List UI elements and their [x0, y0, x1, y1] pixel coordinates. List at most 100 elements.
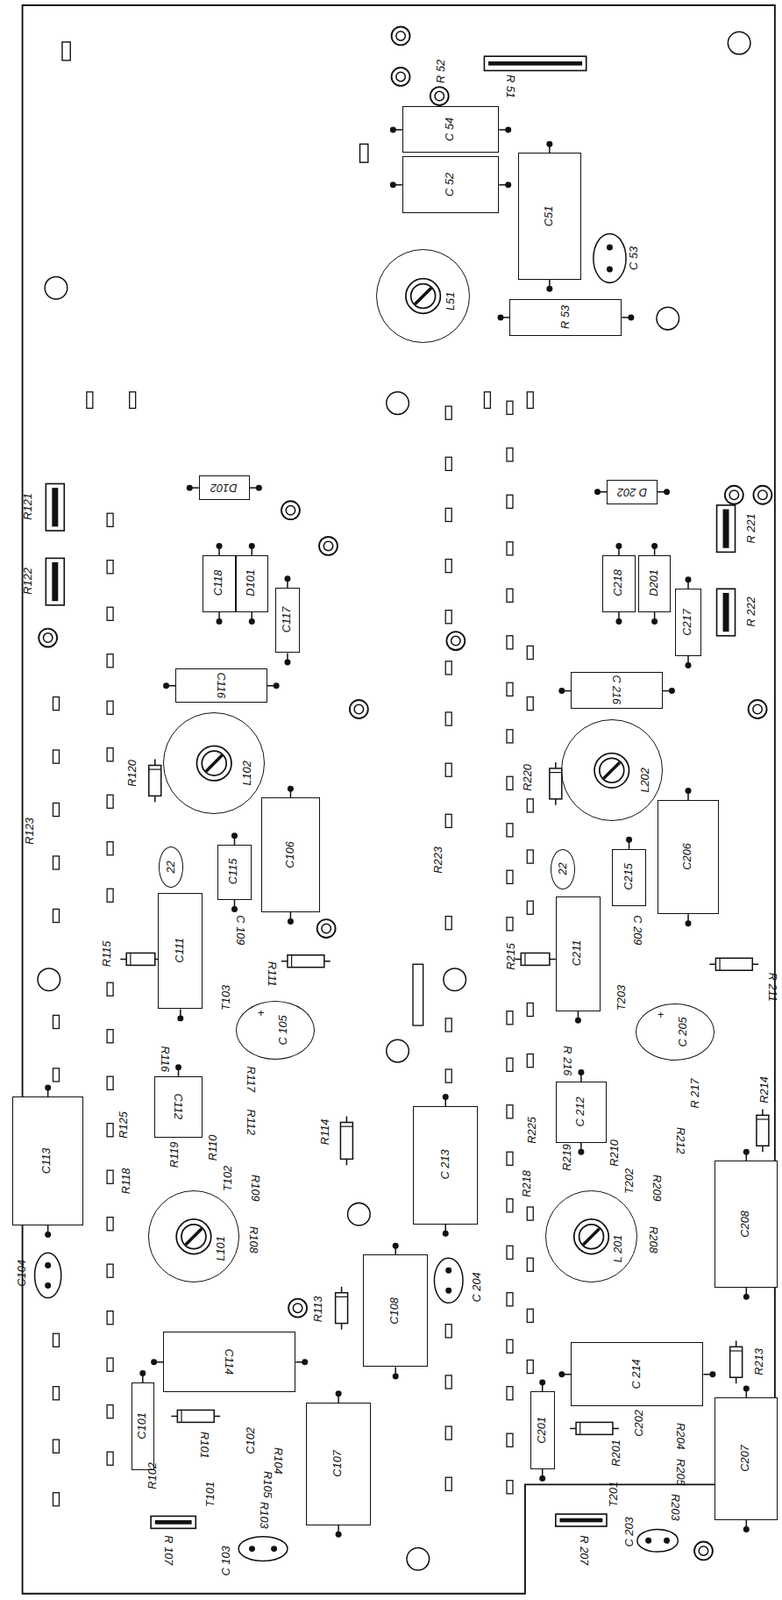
part-label: R225 [526, 1116, 538, 1144]
coil-slot [414, 287, 432, 305]
solder-pad [442, 1093, 449, 1100]
component-label: C 216 [611, 675, 623, 705]
part-label: R105 [261, 1470, 273, 1498]
slot [445, 1476, 452, 1490]
part-label: R 52 [435, 59, 448, 84]
pad-ring [753, 703, 762, 713]
slot [526, 391, 534, 409]
solder-pad [685, 661, 692, 669]
solder-pad [392, 1372, 399, 1380]
solder-pad [577, 1068, 584, 1075]
solder-pad [163, 682, 170, 689]
slot [106, 794, 114, 808]
solder-pad [546, 141, 553, 148]
solder-pad [248, 618, 256, 625]
trimmer-symbol [483, 56, 586, 71]
solder-pad [743, 1385, 750, 1392]
slot [106, 512, 114, 527]
component-body: C 214 [570, 1341, 704, 1405]
pad-ring [319, 536, 338, 555]
component-label: L202 [639, 767, 652, 792]
component-label: C118 [213, 569, 225, 597]
solder-pad [287, 785, 294, 792]
component-label: L101 [215, 1235, 228, 1260]
solder-pad [216, 618, 223, 625]
component-label: + [657, 1009, 664, 1021]
part-label: R116 [159, 1045, 171, 1072]
slot [106, 1029, 114, 1043]
slot [506, 869, 513, 883]
part-label: R114 [320, 1118, 333, 1145]
slot [526, 645, 534, 659]
capacitor-outline: C 205+ [635, 1002, 716, 1060]
component-label: C 52 [444, 171, 456, 196]
resistor-symbol [177, 1408, 214, 1422]
pad-ring [396, 71, 406, 81]
resistor-band [129, 952, 131, 965]
slot [62, 42, 71, 61]
slot [106, 841, 114, 855]
pad-ring [698, 1545, 708, 1555]
part-label: R 216 [561, 1045, 573, 1075]
part-label: R223 [432, 845, 444, 874]
slot [52, 908, 59, 922]
solder-pad [442, 1229, 449, 1237]
component-label: D 202 [617, 485, 647, 498]
component-body: C51 [518, 152, 582, 279]
component-label: C113 [42, 1146, 54, 1173]
solder-pad [44, 1083, 51, 1090]
pad-ring [451, 635, 461, 645]
component-body: C116 [175, 668, 268, 704]
slot [445, 559, 452, 573]
capacitor-outline [35, 1251, 62, 1297]
coil-core [574, 1218, 610, 1254]
mounting-hole [386, 391, 410, 415]
solder-pad [504, 126, 512, 133]
resistor-symbol [340, 1121, 353, 1159]
solder-pad [390, 126, 397, 133]
component-label: C215 [623, 862, 635, 890]
slot [86, 391, 93, 409]
slot [526, 1206, 534, 1220]
solder-pad [743, 1525, 750, 1532]
solder-pad [390, 181, 397, 188]
solder-pad [625, 836, 633, 843]
slot [106, 1263, 114, 1277]
pad-ring [323, 540, 333, 550]
solder-pad [651, 542, 658, 549]
part-label: C104 [16, 1258, 29, 1287]
component-label: C208 [739, 1209, 752, 1237]
resistor-band [730, 1349, 743, 1351]
component-label: C217 [682, 608, 694, 636]
solder-pad [284, 659, 291, 666]
solder-pad [392, 1242, 399, 1249]
slot [526, 696, 534, 711]
solder-pad [685, 919, 692, 926]
part-label: C102 [244, 1426, 256, 1454]
pad-ring [446, 631, 465, 650]
part-label: T201 [608, 1480, 620, 1507]
part-label: T103 [220, 984, 233, 1010]
part-label: R201 [611, 1438, 623, 1466]
slot [52, 855, 59, 869]
part-label: R102 [147, 1461, 159, 1489]
trimmer-symbol [150, 1514, 196, 1528]
slot [106, 981, 114, 996]
coil-core [594, 753, 630, 789]
component-label: C111 [174, 937, 186, 963]
solder-pad [539, 1474, 546, 1481]
slot [526, 798, 534, 812]
component-label: C112 [172, 1093, 185, 1120]
solder-pad [255, 484, 263, 491]
solder-pad [335, 1530, 342, 1537]
solder-pad [150, 1357, 157, 1365]
slot [445, 507, 452, 521]
component-label: L 201 [612, 1233, 625, 1262]
mounting-hole [406, 1546, 430, 1570]
slot [506, 1010, 513, 1024]
solder-pad [301, 1357, 308, 1365]
slot [506, 917, 513, 931]
component-body: C218 [602, 554, 635, 612]
part-label: R110 [208, 1133, 221, 1160]
part-label: R120 [127, 759, 139, 787]
